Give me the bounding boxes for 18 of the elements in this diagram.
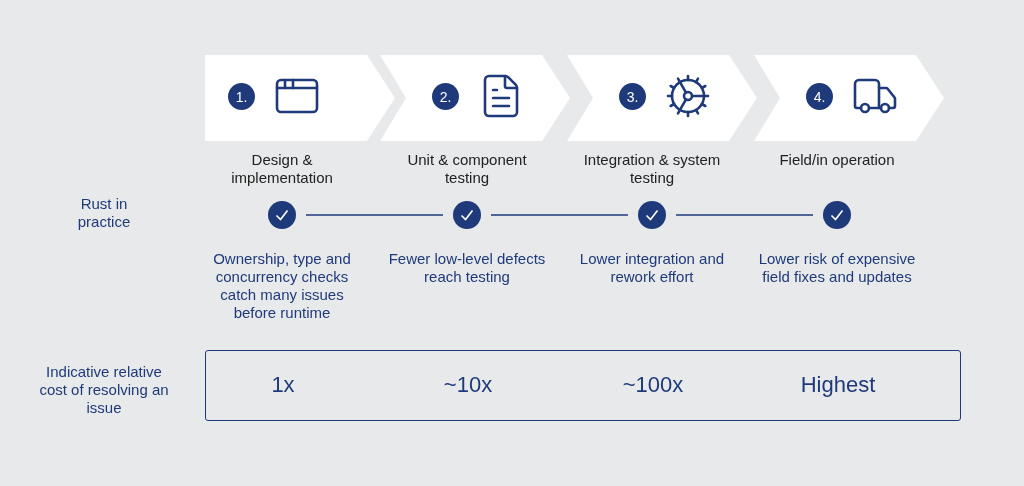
cost-value: ~100x [621,372,685,398]
step-title: Field/in operation [778,151,896,169]
cost-value: 1x [270,372,296,398]
step-title: Design & implementation [230,151,334,187]
cost-value: Highest [799,372,877,398]
cost-value: ~10x [442,372,494,398]
connector-line [490,214,629,216]
connector-line [675,214,814,216]
row-label: Indicative relative cost of resolving an issue [38,363,170,417]
description-text: Ownership, type and concurrency checks catch many issues before runtime [212,250,352,322]
step-title: Unit & component testing [406,151,528,187]
description-text: Lower risk of expensive field fixes and updates [757,250,917,286]
connector-line [305,214,444,216]
step-title: Integration & system testing [582,151,722,187]
description-text: Fewer low-level defects reach testing [387,250,547,286]
row-label: Rust in practice [76,195,132,231]
cost-panel [205,350,961,421]
description-text: Lower integration and rework effort [578,250,726,286]
